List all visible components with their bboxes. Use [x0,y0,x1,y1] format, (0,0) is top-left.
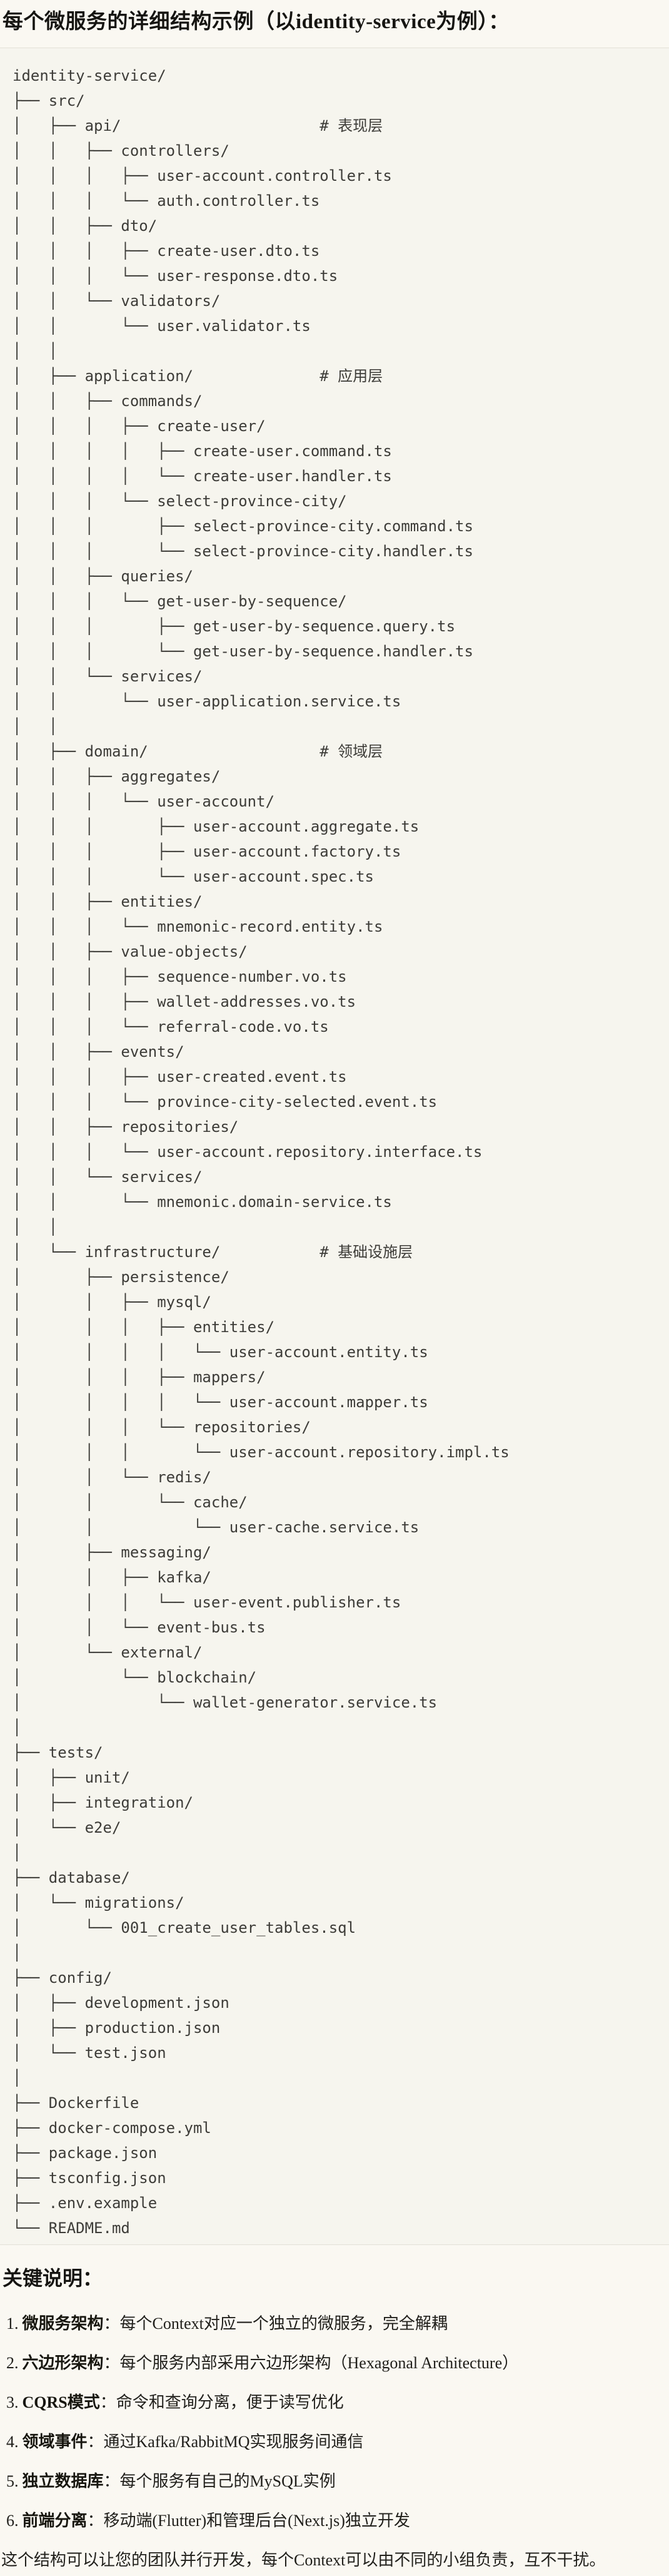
note-item-term: 独立数据库 [22,2472,104,2490]
note-item-description: ：每个服务内部采用六边形架构（Hexagonal Architecture） [103,2354,519,2372]
note-item: 4.领域事件：通过Kafka/RabbitMQ实现服务间通信 [6,2431,669,2453]
notes-heading: 关键说明： [3,2267,103,2289]
note-item: 3.CQRS模式：命令和查询分离，便于读写优化 [6,2391,669,2414]
note-item-description: ：通过Kafka/RabbitMQ实现服务间通信 [87,2433,364,2451]
note-item-description: ：移动端(Flutter)和管理后台(Next.js)独立开发 [87,2512,410,2530]
notes-section: 关键说明： 1.微服务架构：每个Context对应一个独立的微服务，完全解耦 2.… [0,2265,669,2572]
note-item-number: 1. [6,2314,19,2333]
note-item-term: 微服务架构 [22,2314,104,2333]
note-item-number: 3. [6,2393,19,2411]
note-item: 1.微服务架构：每个Context对应一个独立的微服务，完全解耦 [6,2313,669,2335]
note-item-term: CQRS模式 [22,2393,100,2411]
note-item-number: 5. [6,2472,19,2490]
note-item-term: 前端分离 [22,2512,88,2530]
note-item-term: 六边形架构 [22,2354,104,2372]
note-item-description: ：命令和查询分离，便于读写优化 [99,2393,344,2411]
note-item-description: ：每个服务有自己的MySQL实例 [103,2472,336,2490]
note-item-number: 4. [6,2433,19,2451]
note-item: 5.独立数据库：每个服务有自己的MySQL实例 [6,2470,669,2493]
note-item: 2.六边形架构：每个服务内部采用六边形架构（Hexagonal Architec… [6,2352,669,2375]
note-item-number: 2. [6,2354,19,2372]
page-title: 每个微服务的详细结构示例（以identity-service为例）： [3,11,510,33]
directory-tree: identity-service/ ├── src/ │ ├── api/ # … [0,48,669,2245]
note-item-number: 6. [6,2512,19,2530]
note-item-description: ：每个Context对应一个独立的微服务，完全解耦 [103,2314,448,2333]
note-item-term: 领域事件 [22,2433,88,2451]
note-item: 6.前端分离：移动端(Flutter)和管理后台(Next.js)独立开发 [6,2510,669,2532]
closing-paragraph: 这个结构可以让您的团队并行开发，每个Context可以由不同的小组负责，互不干扰… [1,2551,606,2569]
